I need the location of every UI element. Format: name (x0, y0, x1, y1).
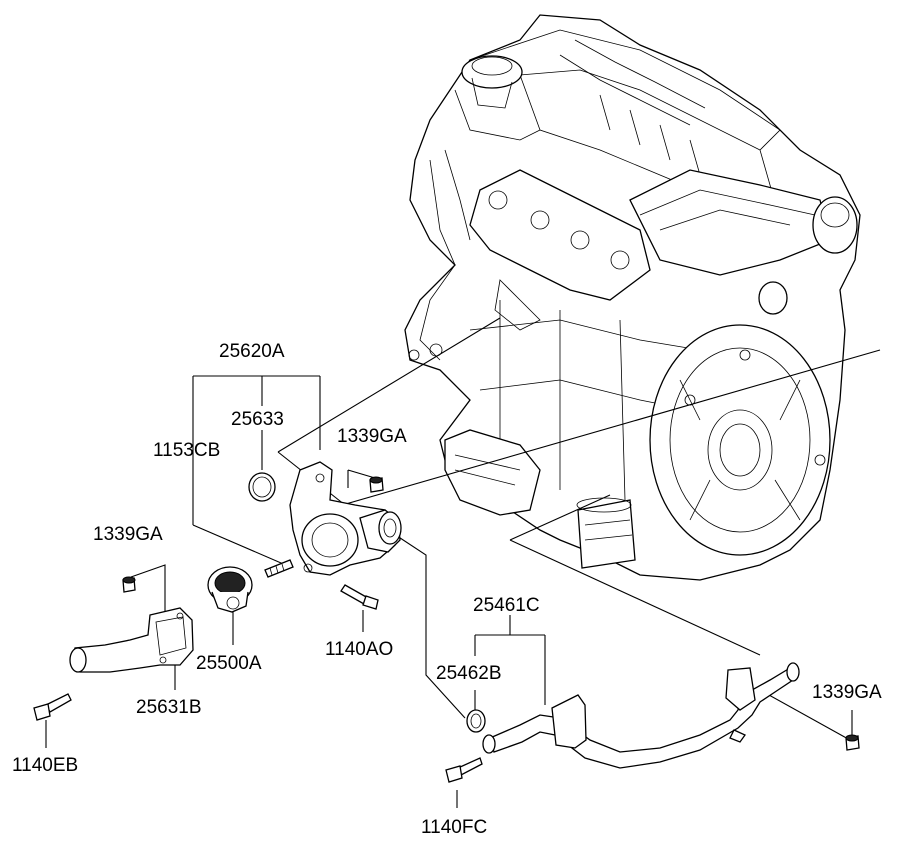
label-25620A: 25620A (219, 341, 285, 362)
engine-block (404, 14, 861, 581)
label-25633: 25633 (231, 409, 284, 430)
bolt-1339GA-left (122, 576, 136, 593)
bolt-1339GA-top (369, 476, 384, 493)
label-1339GA-left: 1339GA (93, 524, 163, 545)
label-1153CB: 1153CB (153, 440, 221, 461)
o-ring-25462B (466, 709, 486, 733)
label-1339GA-top: 1339GA (337, 426, 407, 447)
label-25631B: 25631B (136, 697, 202, 718)
stud-1153CB (264, 559, 294, 578)
label-25500A: 25500A (196, 653, 262, 674)
leader-lines (45, 317, 881, 808)
bolt-1140AO (340, 584, 379, 610)
water-inlet-fitting-25631B (69, 607, 194, 673)
water-pipe-25461C (482, 662, 800, 769)
bolt-1140FC (445, 757, 483, 783)
thermostat-housing (289, 461, 402, 576)
label-1140EB: 1140EB (12, 755, 79, 776)
bolt-1339GA-right (845, 734, 860, 751)
label-1339GA-right: 1339GA (812, 682, 882, 703)
o-ring-25633 (248, 472, 276, 502)
label-1140AO: 1140AO (325, 639, 394, 660)
bolt-1140EB (33, 693, 72, 721)
thermostat-25500A (207, 566, 253, 613)
label-25462B: 25462B (436, 663, 502, 684)
label-25461C: 25461C (473, 595, 540, 616)
label-1140FC: 1140FC (421, 817, 488, 838)
